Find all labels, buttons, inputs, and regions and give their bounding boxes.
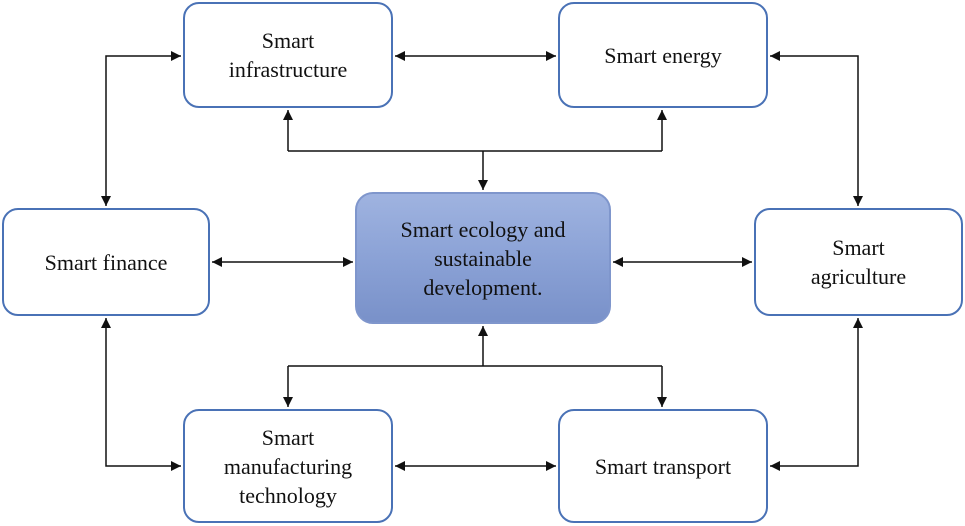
node-label-transport: Smart transport [594,453,732,479]
node-smart-ecology-center: Smart ecology and sustainable developmen… [355,192,611,324]
node-smart-manufacturing: Smart manufacturing technology [183,409,393,523]
node-label-finance: Smart finance [44,249,168,275]
node-label-energy: Smart energy [604,42,722,68]
node-smart-agriculture: Smart agriculture [754,208,963,316]
node-smart-transport: Smart transport [558,409,768,523]
node-smart-finance: Smart finance [2,208,210,316]
node-label-infrastructure: Smart infrastructure [228,28,348,82]
arrow-infrastructure-finance [101,51,181,206]
node-label-manufacturing: Smart manufacturing technology [223,424,353,508]
node-label-agriculture: Smart agriculture [810,235,907,289]
node-smart-infrastructure: Smart infrastructure [183,2,393,108]
arrow-finance-manufacturing [101,318,181,471]
node-smart-energy: Smart energy [558,2,768,108]
arrow-energy-agriculture [770,51,863,206]
node-label-center: Smart ecology and sustainable developmen… [400,216,566,300]
arrow-transport-agriculture [770,318,863,471]
